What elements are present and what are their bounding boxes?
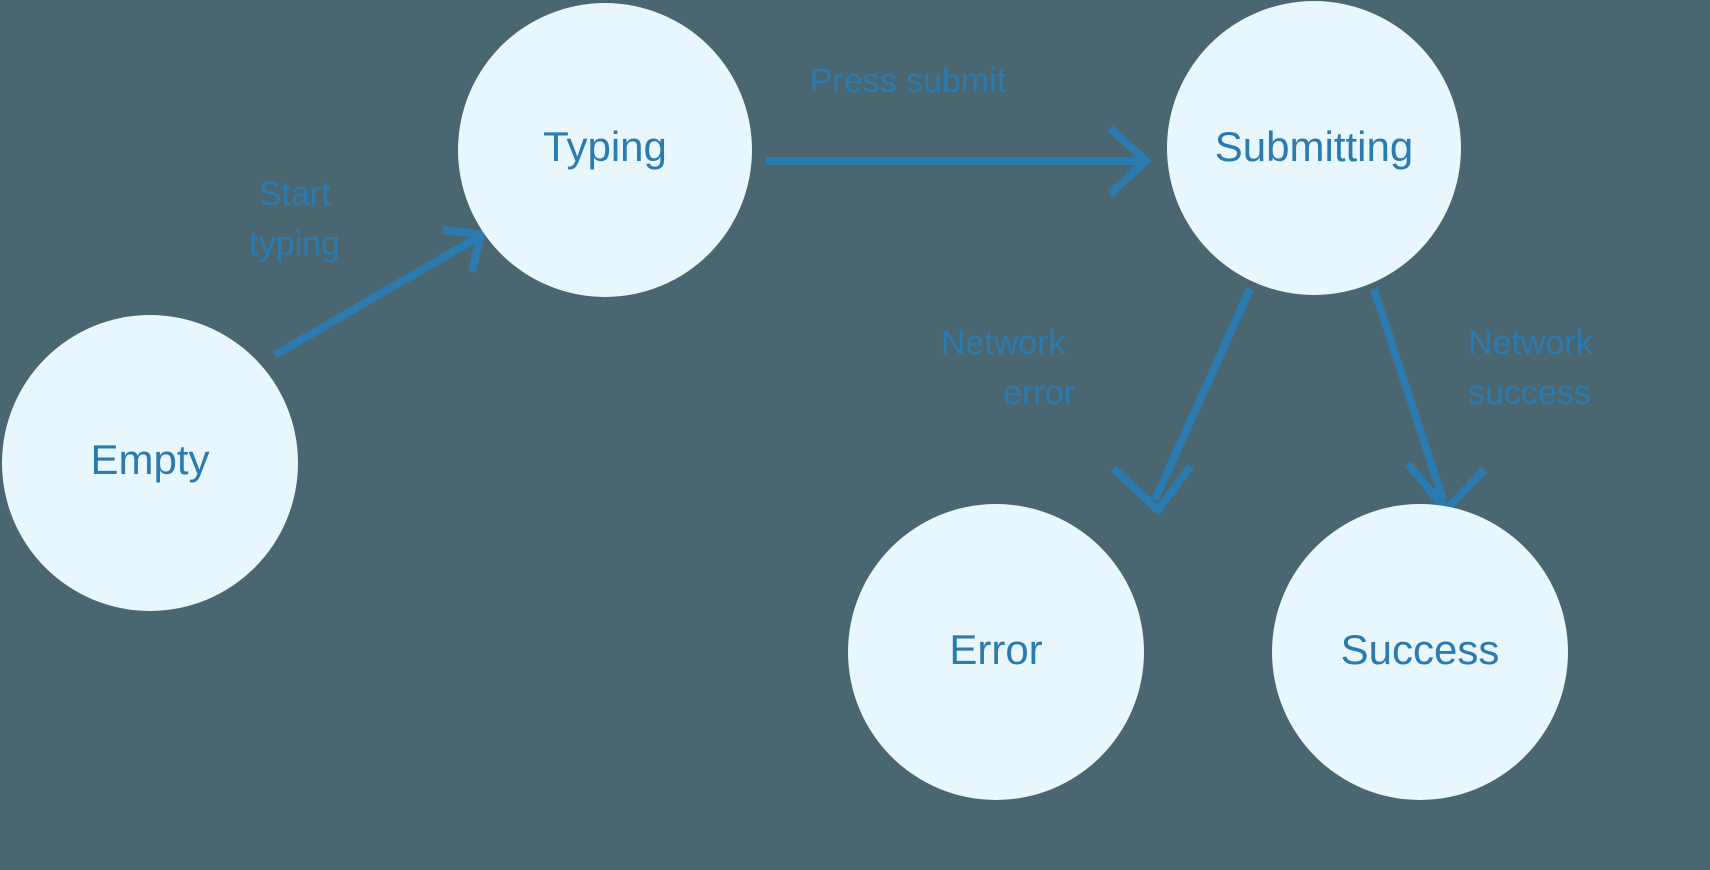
edge-typing-to-submitting-arrowhead: [1107, 125, 1152, 197]
node-error[interactable]: Error: [848, 504, 1144, 800]
node-typing-circle: [458, 3, 752, 297]
node-success-label: Success: [1341, 626, 1500, 673]
edge-submitting-to-success[interactable]: Network success: [1370, 287, 1602, 517]
edge-label-network-success: Network success: [1468, 324, 1602, 412]
node-submitting[interactable]: Submitting: [1167, 1, 1461, 295]
edge-label-start-typing: Start typing: [249, 175, 340, 263]
edge-submitting-to-error-arrowhead: [1110, 463, 1195, 516]
edge-label-line: Press submit: [810, 62, 1007, 100]
edge-label-line: Network: [941, 324, 1067, 362]
edge-empty-to-typing-line: [272, 232, 483, 359]
edge-label-line: error: [1003, 374, 1075, 412]
node-typing-label: Typing: [543, 123, 667, 170]
edge-empty-to-typing-arrowhead: [442, 226, 486, 273]
node-empty-label: Empty: [90, 436, 209, 483]
edge-label-press-submit: Press submit: [810, 62, 1007, 100]
edge-submitting-to-success-line: [1370, 287, 1447, 502]
edge-label-line: success: [1468, 374, 1591, 412]
edge-label-line: Network: [1468, 324, 1594, 362]
node-submitting-label: Submitting: [1215, 123, 1413, 170]
node-error-circle: [848, 504, 1144, 800]
node-typing[interactable]: Typing: [458, 3, 752, 297]
node-empty-circle: [2, 315, 298, 611]
node-success-circle: [1272, 504, 1568, 800]
node-error-label: Error: [949, 626, 1042, 673]
edge-submitting-to-error-line: [1151, 287, 1254, 502]
edge-typing-to-submitting[interactable]: Press submit: [766, 62, 1152, 197]
edge-empty-to-typing[interactable]: Start typing: [249, 175, 486, 359]
edge-submitting-to-error[interactable]: Network error: [941, 287, 1254, 516]
node-submitting-circle: [1167, 1, 1461, 295]
edge-label-line: Start: [259, 175, 331, 213]
node-success[interactable]: Success: [1272, 504, 1568, 800]
edge-label-line: typing: [249, 225, 340, 263]
edge-submitting-to-success-arrowhead: [1404, 461, 1487, 517]
node-empty[interactable]: Empty: [2, 315, 298, 611]
edge-label-network-error: Network error: [941, 324, 1075, 412]
